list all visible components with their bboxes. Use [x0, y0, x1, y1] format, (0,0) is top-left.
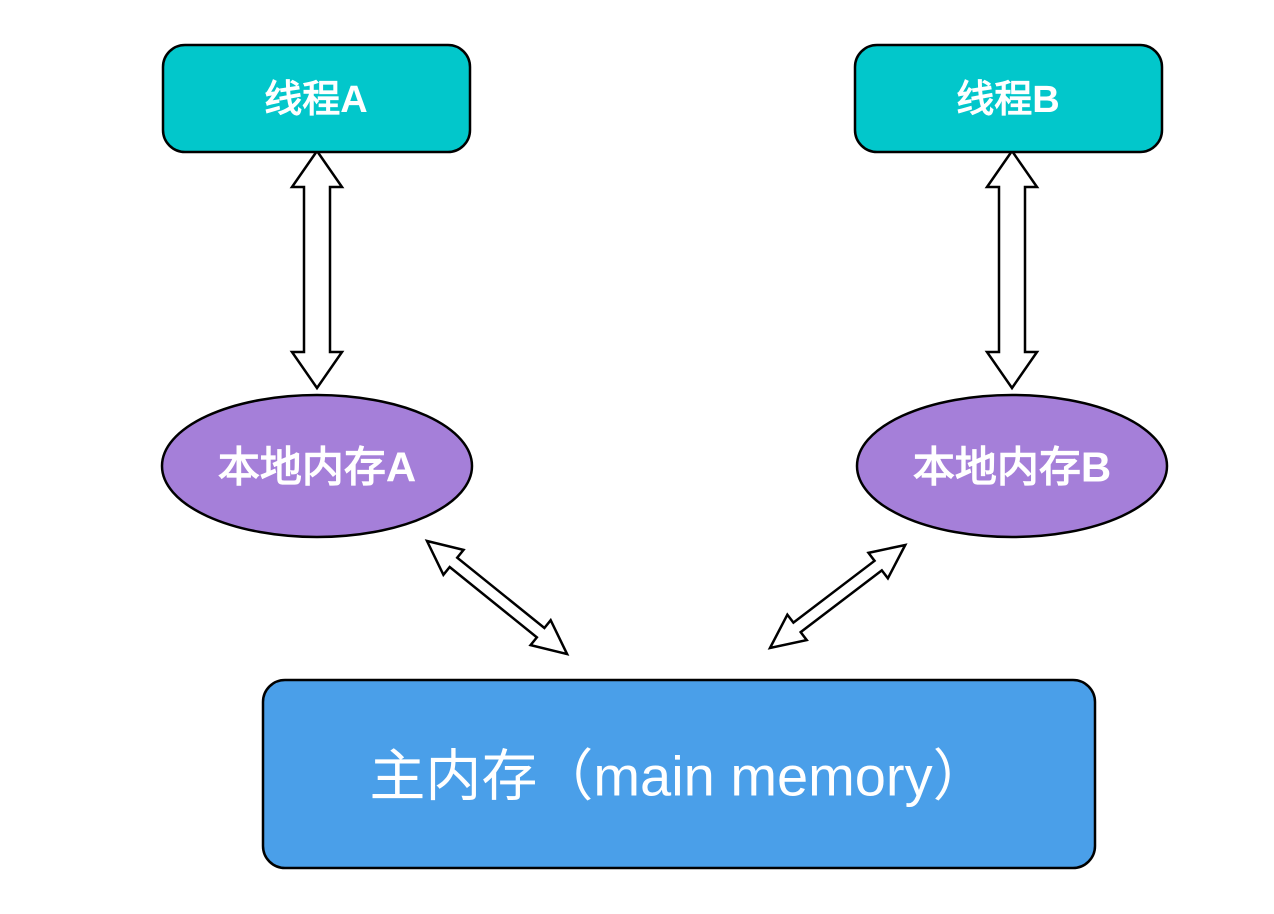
local-memory-b-label: 本地内存B	[913, 444, 1111, 491]
thread-a-box	[161, 43, 472, 154]
local-memory-a-label: 本地内存A	[218, 444, 416, 491]
local-memory-b-ellipse	[855, 393, 1169, 539]
arrow-local-memory-b-main-memory-shape	[767, 543, 908, 650]
arrow-local-memory-a-main-memory-shape	[424, 539, 570, 656]
arrow-thread-a-local-memory-a	[289, 148, 345, 391]
thread-b-box	[853, 43, 1164, 154]
arrow-local-memory-b-main-memory	[767, 543, 908, 650]
thread-b-label: 线程B	[956, 79, 1059, 121]
local-memory-a-ellipse	[160, 393, 474, 539]
main-memory-label: 主内存（main memory）	[369, 745, 988, 808]
arrow-local-memory-a-main-memory	[424, 539, 570, 656]
thread-a-label: 线程A	[264, 79, 367, 121]
arrow-thread-b-local-memory-b	[984, 148, 1040, 391]
main-memory-box	[261, 678, 1097, 870]
